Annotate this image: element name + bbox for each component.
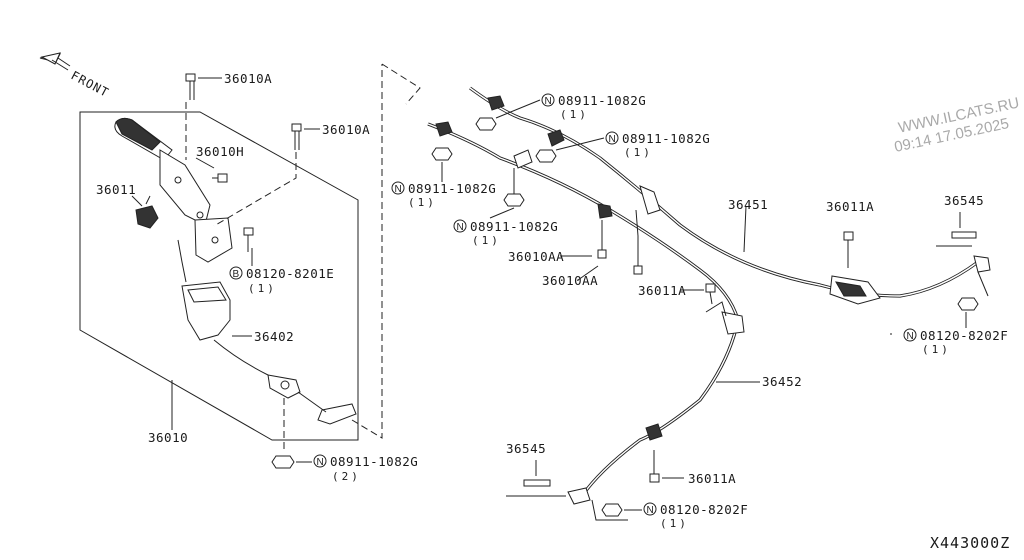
bolt-08120-8201E: [243, 227, 254, 252]
label-08911-mid1: 08911-1082G: [408, 181, 496, 196]
circle-b-icon: B: [229, 266, 243, 280]
label-08120-8202F-b: 08120-8202F: [660, 502, 748, 517]
front-label: FRONT: [69, 68, 112, 100]
svg-text:N: N: [907, 331, 914, 342]
cable-36451: [469, 86, 979, 298]
label-08120-8202F-a: 08120-8202F: [920, 328, 1008, 343]
qty-08911-top: (1): [560, 108, 589, 121]
svg-text:B: B: [233, 269, 240, 280]
bracket-lower-6: [567, 487, 591, 505]
bolt-36011A-mid: [705, 283, 716, 305]
qty-08911-top2: (1): [624, 146, 653, 159]
label-08911-left: 08911-1082G: [330, 454, 418, 469]
spring-36545-left: [523, 460, 551, 487]
nut-bottom-left: [271, 455, 295, 469]
label-36010H: 36010H: [196, 144, 244, 159]
bolt-36010H: [212, 173, 228, 183]
label-36011A-b: 36011A: [638, 283, 686, 298]
svg-text:N: N: [647, 505, 654, 516]
qty-08911-mid1: (1): [408, 196, 437, 209]
boot-36402: [177, 239, 269, 376]
qty-08120-8202F-a: (1): [922, 343, 951, 356]
svg-text:N: N: [545, 96, 552, 107]
nut-08911-top2: [535, 149, 557, 163]
circle-n-icon: N: [453, 219, 467, 233]
hand-brake-lever: [114, 117, 233, 263]
nut-right-8202F: [957, 297, 979, 311]
svg-text:N: N: [609, 134, 616, 145]
bracket-upper-2: [547, 129, 565, 147]
label-36545-b: 36545: [506, 441, 546, 456]
label-36010A-a: 36010A: [224, 71, 272, 86]
bracket-lower-1: [435, 121, 453, 137]
label-36010AA-b: 36010AA: [542, 273, 598, 288]
spring-36545-right: [951, 212, 977, 239]
label-08911-top: 08911-1082G: [558, 93, 646, 108]
nut-lower-8202F: [601, 503, 623, 517]
qty-08120-8201E: (1): [248, 282, 277, 295]
nut-08911-top: [475, 117, 497, 131]
label-36452: 36452: [762, 374, 802, 389]
label-36010AA-a: 36010AA: [508, 249, 564, 264]
bracket-lower-3: [597, 203, 613, 219]
nut-08911-mid2: [503, 193, 525, 207]
bracket-lower-2: [513, 149, 533, 169]
svg-text:N: N: [317, 457, 324, 468]
qty-08911-left: (2): [332, 470, 361, 483]
nut-08911-mid1: [431, 147, 453, 161]
front-arrow-icon: [39, 52, 71, 71]
qty-08911-mid2: (1): [472, 234, 501, 247]
caliper-bracket-right: [829, 275, 881, 305]
bracket-upper-1: [487, 95, 505, 111]
watermark: WWW.ILCATS.RU 09:14 17.05.2025: [893, 94, 1021, 155]
circle-n-icon: N: [313, 454, 327, 468]
label-36451: 36451: [728, 197, 768, 212]
bracket-lower-5: [645, 423, 663, 441]
label-08911-mid2: 08911-1082G: [470, 219, 558, 234]
bolt-36010AA-b: [633, 236, 643, 275]
right-end-fitting: [973, 255, 991, 297]
bolt-36010A-top: [185, 73, 196, 100]
switch-36011: [135, 195, 159, 229]
label-08120-8201E: 08120-8201E: [246, 266, 334, 281]
circle-n-icon: N: [541, 93, 555, 107]
cable-36452: [427, 122, 740, 497]
label-08911-top2: 08911-1082G: [622, 131, 710, 146]
circle-n-icon: N: [903, 328, 917, 342]
circle-n-icon: N: [643, 502, 657, 516]
label-36010A-b: 36010A: [322, 122, 370, 137]
equalizer-bracket: [267, 374, 357, 425]
bolt-36010A-mid: [291, 123, 302, 150]
bracket-upper-3: [639, 185, 661, 215]
bolt-36010AA-a: [597, 220, 607, 259]
bolt-36011A-right: [843, 231, 854, 268]
label-36402: 36402: [254, 329, 294, 344]
svg-text:N: N: [395, 184, 402, 195]
bracket-lower-4: [721, 311, 745, 335]
svg-text:N: N: [457, 222, 464, 233]
qty-08120-8202F-b: (1): [660, 517, 689, 530]
label-36011A-c: 36011A: [688, 471, 736, 486]
label-36010: 36010: [148, 430, 188, 445]
diagram-code: X443000Z: [930, 534, 1010, 552]
label-36545-a: 36545: [944, 193, 984, 208]
label-36011: 36011: [96, 182, 136, 197]
circle-n-icon: N: [605, 131, 619, 145]
label-36011A-a: 36011A: [826, 199, 874, 214]
bolt-36011A-low: [649, 450, 660, 483]
circle-n-icon: N: [391, 181, 405, 195]
